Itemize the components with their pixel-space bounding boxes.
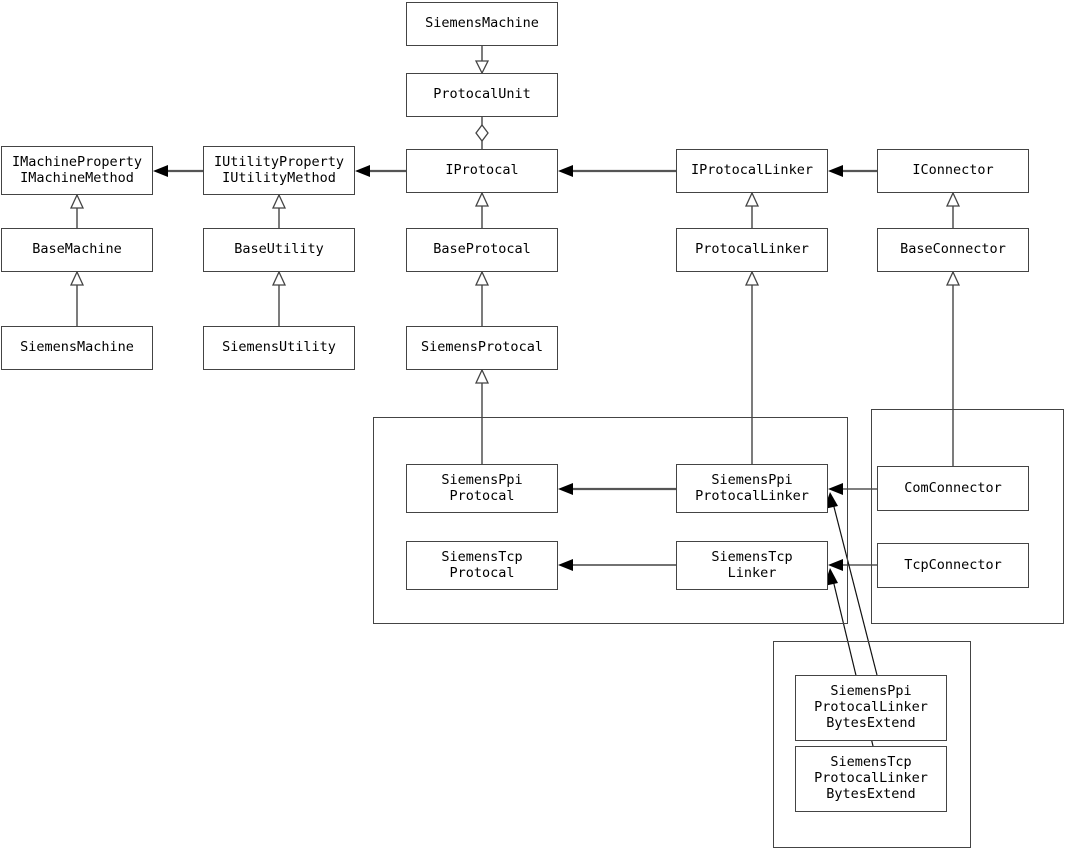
class-box-baseconnector[interactable]: BaseConnector bbox=[877, 228, 1029, 272]
class-box-iprotocal[interactable]: IProtocal bbox=[406, 149, 558, 193]
edge-baseutility-iutility bbox=[271, 193, 287, 228]
class-box-siemensppiprotocallinker[interactable]: SiemensPpi ProtocalLinker bbox=[676, 464, 828, 513]
edge-iutility-imachine bbox=[153, 165, 203, 177]
class-box-siemensmachine[interactable]: SiemensMachine bbox=[1, 326, 153, 370]
edge-iconnector-iprotocallinker bbox=[828, 165, 877, 177]
class-box-protocallinker[interactable]: ProtocalLinker bbox=[676, 228, 828, 272]
class-box-iprotocallinker[interactable]: IProtocalLinker bbox=[676, 149, 828, 193]
class-box-imachineproperty[interactable]: IMachineProperty IMachineMethod bbox=[1, 146, 153, 195]
class-box-siemenstcpprotocallinkerbytesextend[interactable]: SiemensTcp ProtocalLinker BytesExtend bbox=[795, 746, 947, 812]
edge-siemensmachine-protocalunit bbox=[474, 46, 490, 75]
class-box-protocalunit[interactable]: ProtocalUnit bbox=[406, 73, 558, 117]
class-box-siemensutility[interactable]: SiemensUtility bbox=[203, 326, 355, 370]
edge-baseprotocal-iprotocal bbox=[474, 191, 490, 228]
class-box-iconnector[interactable]: IConnector bbox=[877, 149, 1029, 193]
group-connector-implementations bbox=[871, 409, 1064, 624]
edge-iprotocallinker-iprotocal bbox=[558, 165, 676, 177]
group-bytes-extend bbox=[773, 641, 971, 848]
class-box-siemenstcplinker[interactable]: SiemensTcp Linker bbox=[676, 541, 828, 590]
class-box-comconnector[interactable]: ComConnector bbox=[877, 466, 1029, 511]
group-protocal-implementations bbox=[373, 417, 848, 624]
class-box-baseprotocal[interactable]: BaseProtocal bbox=[406, 228, 558, 272]
class-box-siemenstcpprotocal[interactable]: SiemensTcp Protocal bbox=[406, 541, 558, 590]
class-box-siemensppiprotocallinkerbytesextend[interactable]: SiemensPpi ProtocalLinker BytesExtend bbox=[795, 675, 947, 741]
edge-iprotocal-iutility bbox=[355, 165, 406, 177]
edge-basemachine-imachine bbox=[69, 193, 85, 228]
edge-siemensutility-baseutility bbox=[271, 270, 287, 326]
class-box-siemensmachine-top[interactable]: SiemensMachine bbox=[406, 2, 558, 46]
class-box-siemensppiprotocal[interactable]: SiemensPpi Protocal bbox=[406, 464, 558, 513]
edge-siemensprotocal-baseprotocal bbox=[474, 270, 490, 326]
edge-protocalunit-iprotocal bbox=[475, 117, 489, 149]
class-box-baseutility[interactable]: BaseUtility bbox=[203, 228, 355, 272]
class-box-tcpconnector[interactable]: TcpConnector bbox=[877, 543, 1029, 588]
edge-siemensmachine-basemachine bbox=[69, 270, 85, 326]
class-box-iutilityproperty[interactable]: IUtilityProperty IUtilityMethod bbox=[203, 146, 355, 195]
class-box-basemachine[interactable]: BaseMachine bbox=[1, 228, 153, 272]
class-box-siemensprotocal[interactable]: SiemensProtocal bbox=[406, 326, 558, 370]
edge-protocallinker-iprotocallinker bbox=[744, 191, 760, 228]
edge-baseconnector-iconnector bbox=[945, 191, 961, 228]
